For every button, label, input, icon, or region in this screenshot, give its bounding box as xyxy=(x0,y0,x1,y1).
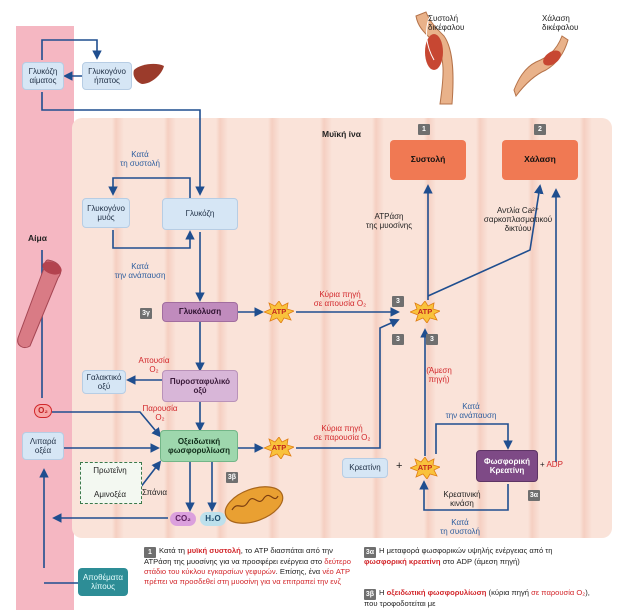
lactic-acid-box: Γαλακτικό οξύ xyxy=(82,370,126,394)
caption-3a-text-a: Η μεταφορά φωσφορικών υψηλής ενέργειας α… xyxy=(379,546,553,555)
caption-1-badge: 1 xyxy=(144,547,156,558)
plus-sign: + xyxy=(396,460,403,472)
during-rest-left-label: Κατά την ανάπαυση xyxy=(114,262,166,281)
phosphocreatine-box: Φωσφορική Κρεατίνη xyxy=(476,450,538,482)
badge-3-right: 3 xyxy=(426,334,438,345)
amino-acids-label: Αμινοξέα xyxy=(94,490,126,499)
caption-1-text-f: νέο ATP πρέπει να προσδεθεί στη μυοσίνη … xyxy=(144,566,350,586)
during-contraction-bottom-label: Κατά τη συστολή xyxy=(440,518,480,537)
creatine-kinase-label: Κρεατινική κινάση xyxy=(443,490,481,509)
caption-3b-badge: 3β xyxy=(364,589,376,600)
badge-3-mid: 3 xyxy=(392,334,404,345)
glycolysis-box: Γλυκόλυση xyxy=(162,302,238,322)
caption-3b-text-e: ), που τροφοδοτείται με xyxy=(364,588,590,608)
during-rest-right-label: Κατά την ανάπαυση xyxy=(445,402,497,421)
liver-glycogen-box: Γλυκογόνο ήπατος xyxy=(82,62,132,90)
oxidative-phosphorylation-box: Οξειδωτική φωσφορυλίωση xyxy=(160,430,238,462)
blood-vessel-icon xyxy=(14,254,66,350)
sr-atpase-label: Αντλία Ca²⁺ σαρκοπλασματικού δικτύου xyxy=(483,206,553,234)
badge-3b-left: 3β xyxy=(226,472,238,483)
caption-3b-text-b: οξειδωτική φωσφορυλίωση xyxy=(386,588,487,597)
protein-label: Πρωτεΐνη xyxy=(93,466,127,475)
relaxation-label: Χάλαση δικέφαλου xyxy=(542,14,579,33)
badge-3a: 3α xyxy=(528,490,540,501)
o2-blood-box: O₂ xyxy=(34,404,52,418)
fat-stores-box: Αποθέματα λίπους xyxy=(78,568,128,596)
caption-1-text-e: . Επίσης, ένα xyxy=(275,566,323,576)
adp-label: + ADP xyxy=(540,460,563,469)
atp-glycolysis-icon: ATP xyxy=(262,300,296,324)
absence-o2-label: Απουσία O₂ xyxy=(138,356,170,375)
protein-amino-dashed-box xyxy=(80,462,142,504)
caption-3b-text-c: (κύρια πηγή xyxy=(486,588,532,597)
atp-central-icon: ATP xyxy=(408,300,442,324)
caption-3a-text-c: στο ADP (άμεση πηγή) xyxy=(440,557,520,566)
blood-label: Αίμα xyxy=(28,233,47,243)
during-contraction-top-label: Κατά τη συστολή xyxy=(120,150,160,169)
fatty-acids-box: Λιπαρά οξέα xyxy=(22,432,64,460)
creatine-box: Κρεατίνη xyxy=(342,458,388,478)
caption-3a-text-b: φωσφορική κρεατίνη xyxy=(364,557,441,566)
atp-creatine-icon: ATP xyxy=(408,456,442,480)
badge-2: 2 xyxy=(534,124,546,135)
muscle-glucose-box: Γλυκόζη xyxy=(162,198,238,230)
atp-oxphos-icon: ATP xyxy=(262,436,296,460)
caption-3a-badge: 3α xyxy=(364,547,376,558)
caption-1-text-b: μυϊκή συστολή xyxy=(187,546,241,555)
main-source-presence-label: Κύρια πηγή σε παρουσία O₂ xyxy=(313,424,371,443)
relaxation-box: Χάλαση xyxy=(502,140,578,180)
caption-1-text-c: , το ATP διασπάται από την ATPάση της μυ… xyxy=(144,546,333,566)
h2o-box: H₂O xyxy=(200,512,226,526)
liver-icon xyxy=(132,62,166,88)
co2-box: CO₂ xyxy=(170,512,196,526)
badge-3-top: 3 xyxy=(392,296,404,307)
adp-plus: + xyxy=(540,460,547,469)
muscle-fiber-title: Μυϊκή ίνα xyxy=(322,129,361,139)
adp-text: ADP xyxy=(546,460,563,469)
pyruvic-acid-box: Πυροσταφυλικό οξύ xyxy=(162,370,238,402)
arm-relaxation-illustration xyxy=(512,30,572,100)
myosin-atpase-label: ATPάση της μυοσίνης xyxy=(365,212,413,231)
badge-3g: 3γ xyxy=(140,308,152,319)
caption-3b-text-a: Η xyxy=(379,588,387,597)
caption-3b-text-d: σε παρουσία O₂ xyxy=(531,588,586,597)
blood-glucose-box: Γλυκόζη αίματος xyxy=(22,62,64,90)
presence-o2-label: Παρουσία O₂ xyxy=(142,404,178,423)
immediate-source-label: (Άμεση πηγή) xyxy=(426,366,452,385)
caption-1-text-d: δεύτερο στάδιο του κύκλου εγκαρσίων γεφυ… xyxy=(144,557,351,576)
contraction-label: Συστολή δικέφαλου xyxy=(428,14,465,33)
main-source-absence-label: Κύρια πηγή σε απουσία O₂ xyxy=(313,290,367,309)
arm-contraction-illustration xyxy=(400,6,460,106)
fat-stores-link xyxy=(44,582,78,584)
caption-1-text-a: Κατά τη xyxy=(159,546,188,555)
mitochondrion-illustration xyxy=(222,482,286,528)
badge-1: 1 xyxy=(418,124,430,135)
contraction-box: Συστολή xyxy=(390,140,466,180)
rarely-label: Σπάνια xyxy=(142,488,167,497)
muscle-glycogen-box: Γλυκογόνο μυός xyxy=(82,198,130,228)
